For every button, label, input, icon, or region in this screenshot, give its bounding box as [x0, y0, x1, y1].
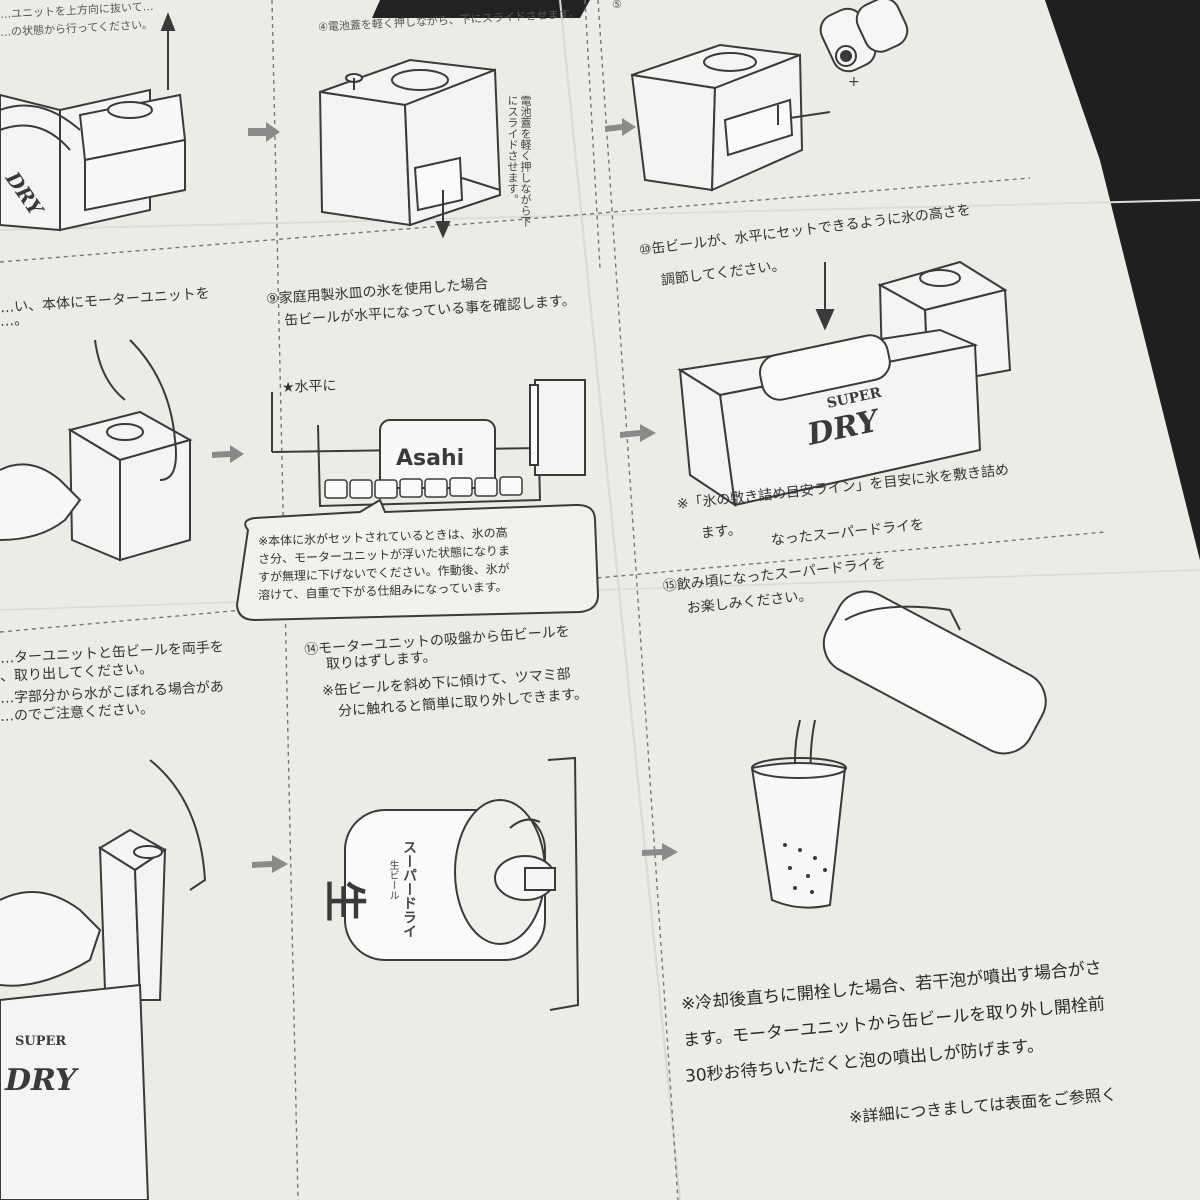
arrow-icon [642, 843, 678, 861]
can-kanji: 生 [320, 880, 369, 922]
arrow-icon [248, 118, 636, 142]
step8-illustration [0, 339, 193, 562]
step8-text-2: …。 [0, 312, 29, 330]
super-logo-2: SUPER [15, 1034, 66, 1049]
step5-title: ⑤ [611, 0, 623, 12]
step4-vertical-note: 電池蓋を軽く押しながら下にスライドさせます。 [506, 95, 532, 227]
step15-illustration [750, 590, 1047, 909]
step9-illustration [271, 379, 586, 508]
ice-cubes [324, 476, 523, 499]
battery-icon [819, 0, 909, 73]
can-brand: Asahi [396, 446, 464, 471]
step3-illustration [0, 12, 187, 232]
step13-illustration [0, 759, 207, 1200]
arrow-icon [212, 445, 244, 463]
step14-illustration [344, 756, 580, 1011]
can-label-text: 生ビール [387, 860, 398, 900]
battery-plus: + [848, 74, 860, 90]
dry-logo-2: DRY [4, 1063, 79, 1098]
step4-illustration [318, 58, 502, 239]
step10-illustration [677, 260, 1012, 508]
arrow-icon [252, 855, 288, 873]
step5-illustration [630, 43, 831, 192]
level-label: ★水平に [281, 378, 337, 396]
note-bubble [235, 498, 600, 622]
can-japanese-text: スーパードライ [401, 840, 417, 938]
beer-bubbles [783, 843, 827, 894]
arrow-icon [620, 424, 656, 442]
